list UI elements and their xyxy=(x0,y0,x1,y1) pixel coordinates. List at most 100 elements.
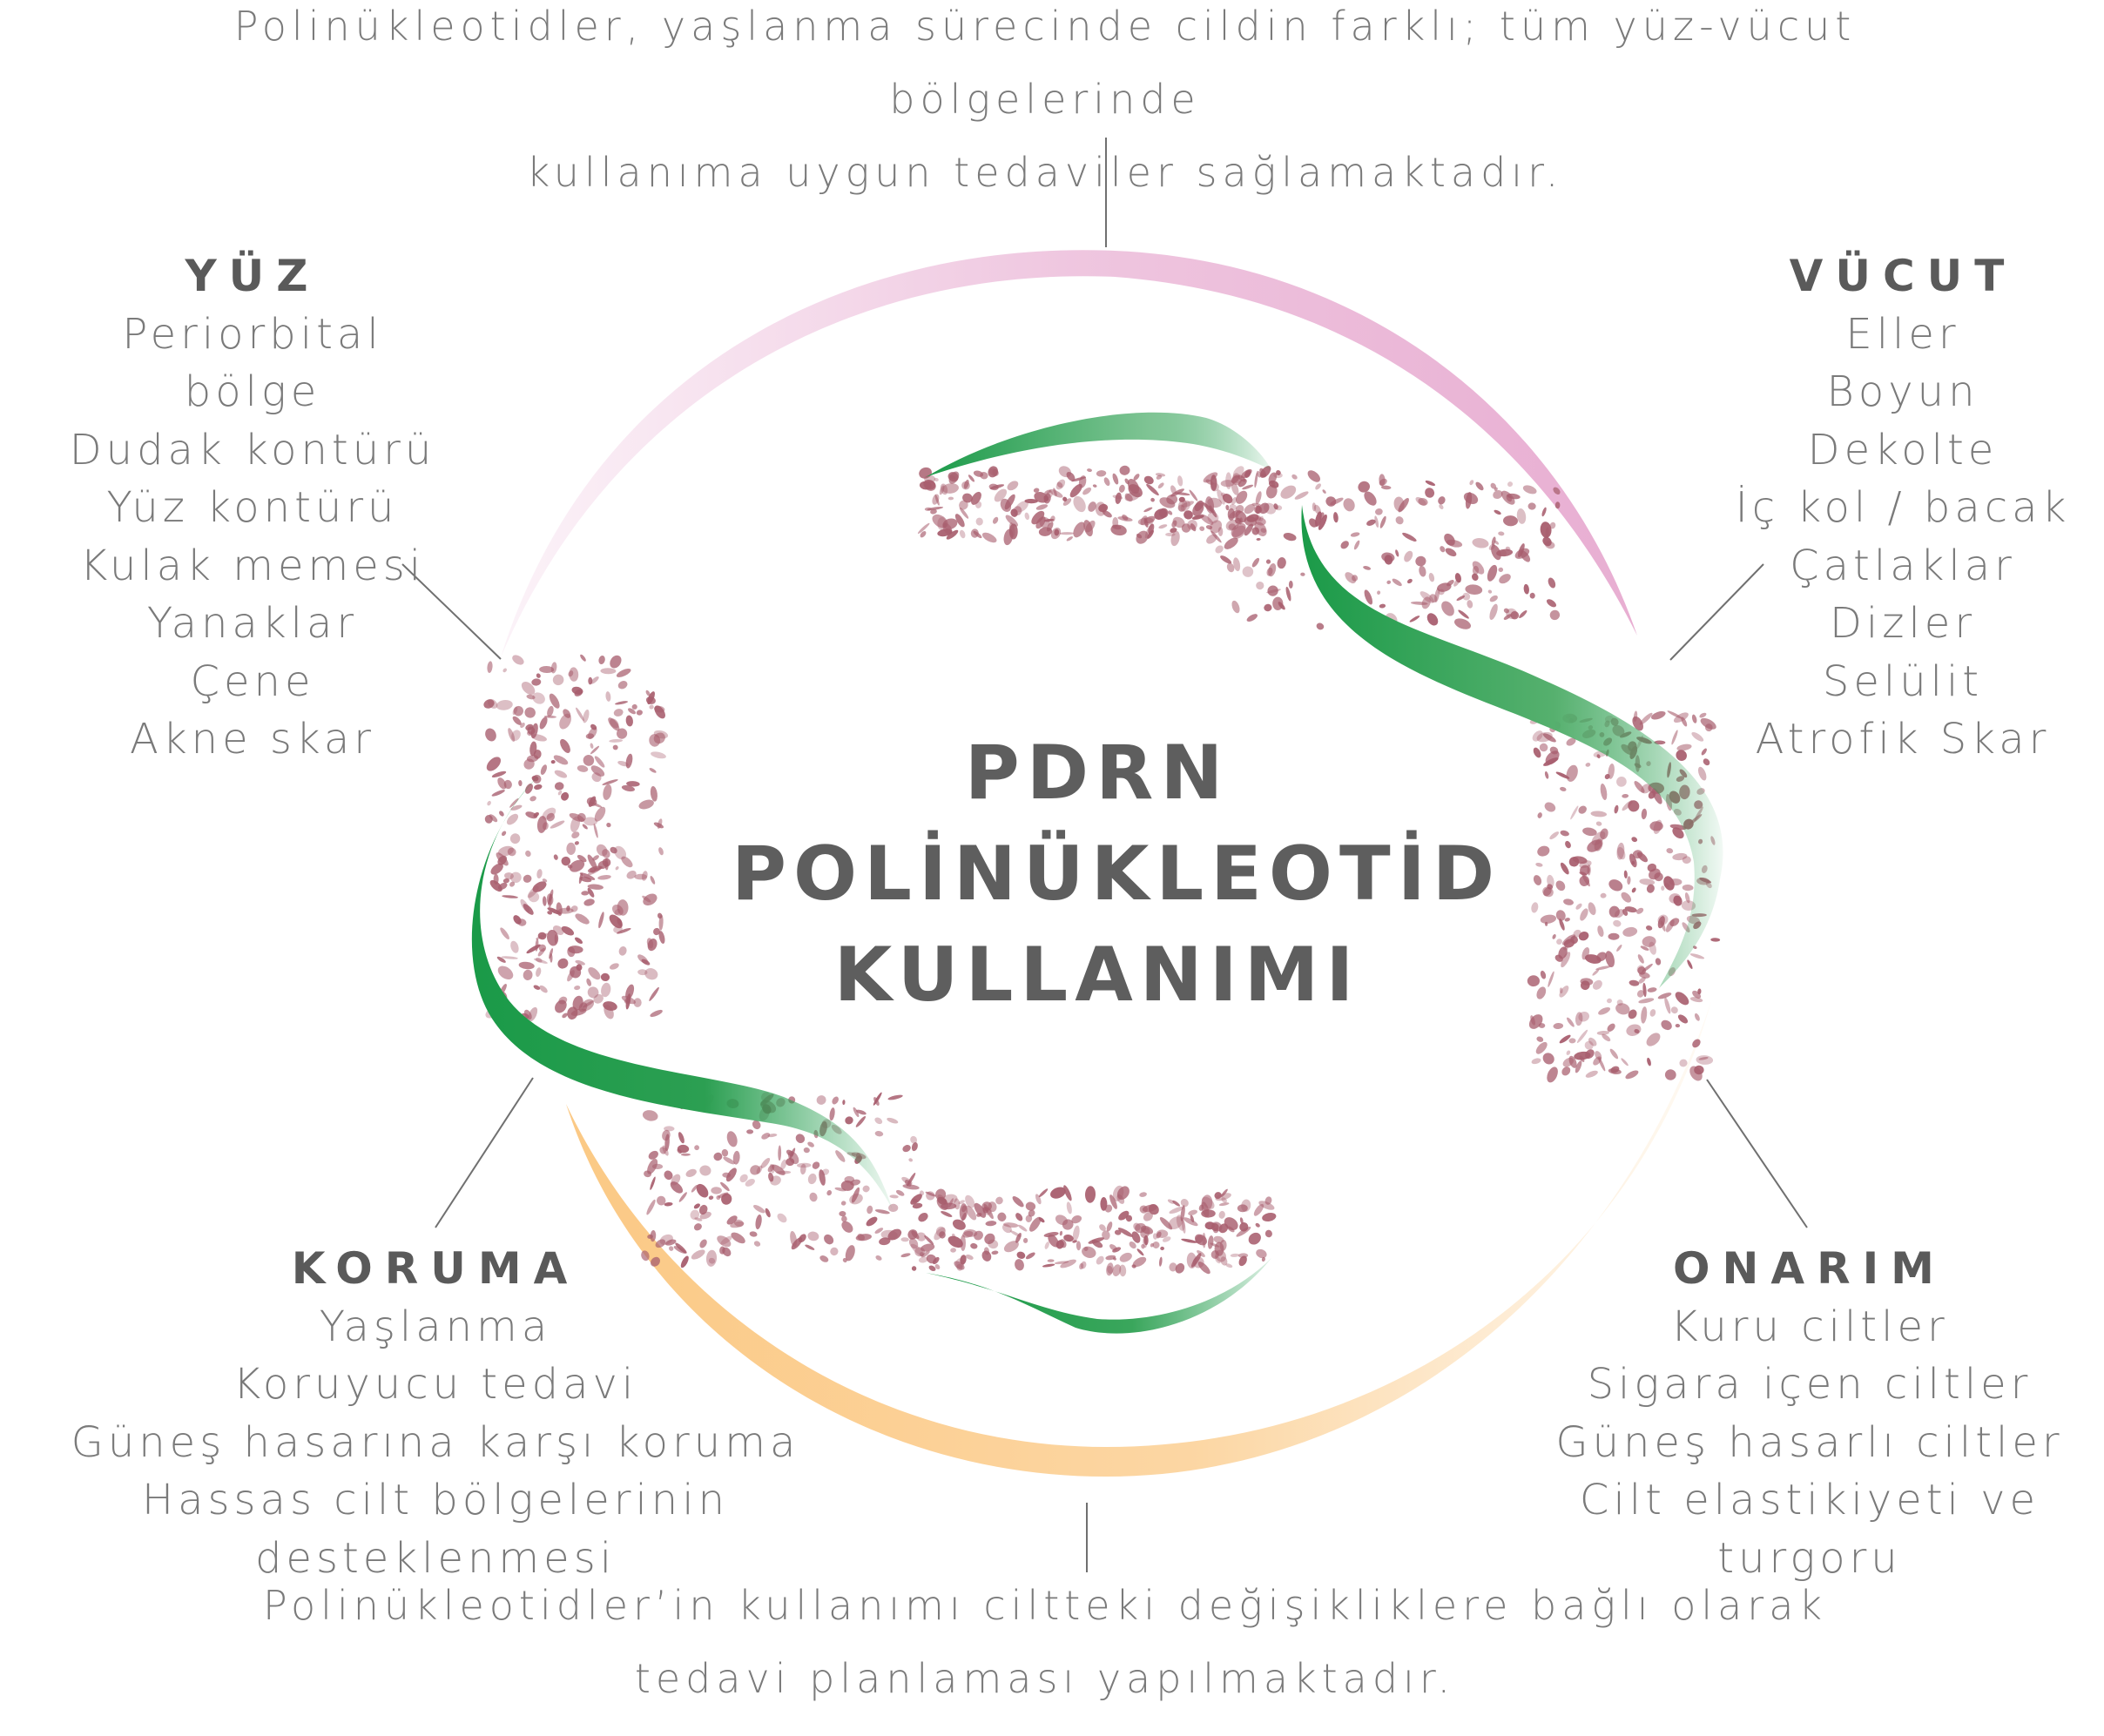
dna-dot xyxy=(605,691,611,702)
dna-dot xyxy=(1539,743,1548,752)
dna-dot xyxy=(1133,474,1140,481)
dna-dot xyxy=(1181,1238,1197,1243)
dna-dot xyxy=(1118,1210,1130,1221)
dna-dot xyxy=(487,800,491,806)
body-item: Boyun xyxy=(1826,367,1979,416)
dna-dot xyxy=(926,1191,935,1201)
dna-dot xyxy=(1018,1224,1028,1232)
dna-dot xyxy=(486,757,502,771)
dna-dot xyxy=(1380,485,1392,490)
dna-dot xyxy=(1214,1192,1222,1200)
dna-dot xyxy=(553,755,569,765)
dna-dot xyxy=(546,812,556,822)
dna-dot xyxy=(576,964,583,971)
dna-dot xyxy=(1565,840,1571,849)
dna-dot xyxy=(1500,549,1507,556)
dna-dot xyxy=(983,1247,990,1255)
dna-dot xyxy=(928,1265,936,1272)
dna-dot xyxy=(1214,1255,1221,1264)
dna-dot xyxy=(1180,500,1190,512)
dna-dot xyxy=(1109,1194,1117,1209)
dna-dot xyxy=(1552,934,1556,939)
face-item: Çene xyxy=(190,656,315,706)
dna-dot xyxy=(1058,466,1072,478)
dna-dot xyxy=(1699,712,1707,718)
dna-dot xyxy=(1131,1231,1141,1243)
dna-dot xyxy=(917,522,930,535)
dna-dot xyxy=(1646,884,1655,893)
dna-dot xyxy=(1353,540,1360,550)
dna-dot xyxy=(1379,478,1387,486)
dna-dot xyxy=(645,696,656,704)
dna-dot xyxy=(1244,523,1253,536)
dna-dot xyxy=(1499,574,1511,584)
dna-dot xyxy=(1494,509,1501,515)
dna-dot xyxy=(1178,496,1185,502)
dna-dot xyxy=(910,1243,925,1256)
protection-list: KORUMA Yaşlanma Koruyucu tedavi Güneş ha… xyxy=(0,1240,871,1587)
dna-dot xyxy=(698,1204,708,1215)
dna-dot xyxy=(1703,758,1710,766)
dna-dot xyxy=(582,1000,594,1008)
dna-dot xyxy=(1527,502,1536,510)
dna-dot xyxy=(1096,470,1107,477)
dna-dot xyxy=(1439,504,1444,509)
dna-dot xyxy=(960,1255,967,1265)
dna-dot xyxy=(1276,470,1281,475)
dna-dot xyxy=(1566,1050,1571,1055)
dna-dot xyxy=(1244,515,1258,527)
dna-dot xyxy=(1177,475,1184,487)
dna-dot xyxy=(1054,1261,1069,1265)
dna-dot xyxy=(1458,609,1469,619)
dna-dot xyxy=(587,865,603,873)
dna-dot xyxy=(1088,501,1096,512)
body-item: Selülit xyxy=(1822,656,1984,706)
dna-dot xyxy=(1022,1237,1028,1243)
dna-dot xyxy=(543,715,556,718)
dna-dot xyxy=(961,481,970,490)
dna-dot xyxy=(694,1217,703,1221)
body-item: Çatlaklar xyxy=(1790,541,2016,590)
dna-dot xyxy=(504,872,514,880)
dna-dot xyxy=(1673,895,1683,906)
dna-dot xyxy=(1169,1262,1177,1272)
dna-dot xyxy=(1580,978,1594,986)
dna-dot xyxy=(880,1229,898,1241)
dna-dot xyxy=(1251,557,1260,568)
dna-dot xyxy=(1402,532,1417,542)
dna-dot xyxy=(542,878,548,883)
dna-dot xyxy=(939,485,945,495)
dna-dot xyxy=(752,1120,761,1130)
protection-item: Güneş hasarına karşı koruma xyxy=(71,1417,800,1467)
dna-dot xyxy=(567,946,576,958)
repair-item: Güneş hasarlı ciltler xyxy=(1555,1417,2064,1467)
dna-dot xyxy=(778,1145,782,1161)
dna-dot xyxy=(841,1221,853,1233)
dna-dot xyxy=(1224,537,1238,549)
dna-dot xyxy=(1631,887,1636,893)
connector-protection xyxy=(435,1077,534,1228)
dna-dot xyxy=(1264,603,1272,612)
dna-dot xyxy=(975,501,982,508)
dna-dot xyxy=(1566,737,1576,746)
dna-dot xyxy=(947,1235,963,1248)
dna-dot xyxy=(1496,548,1514,557)
dna-dot xyxy=(1038,1188,1049,1198)
dna-dot xyxy=(1675,1023,1681,1028)
dna-dot xyxy=(1112,1257,1116,1261)
dna-dot xyxy=(1112,473,1119,485)
dna-dot xyxy=(1540,914,1557,924)
body-item: Atrofik Skar xyxy=(1755,715,2051,764)
dna-dot xyxy=(485,728,496,742)
dna-dot xyxy=(1616,842,1625,860)
dna-dot xyxy=(908,1158,914,1162)
dna-dot xyxy=(974,1230,983,1241)
dna-dot xyxy=(1231,497,1237,505)
dna-dot xyxy=(537,947,545,957)
dna-dot xyxy=(1015,1259,1024,1271)
face-item: Kulak memesi xyxy=(79,541,426,590)
dna-dot xyxy=(924,1235,934,1245)
repair-item: Kuru ciltler xyxy=(1670,1302,1949,1351)
dna-dot xyxy=(1106,1262,1114,1276)
dna-dot xyxy=(1132,1256,1147,1268)
